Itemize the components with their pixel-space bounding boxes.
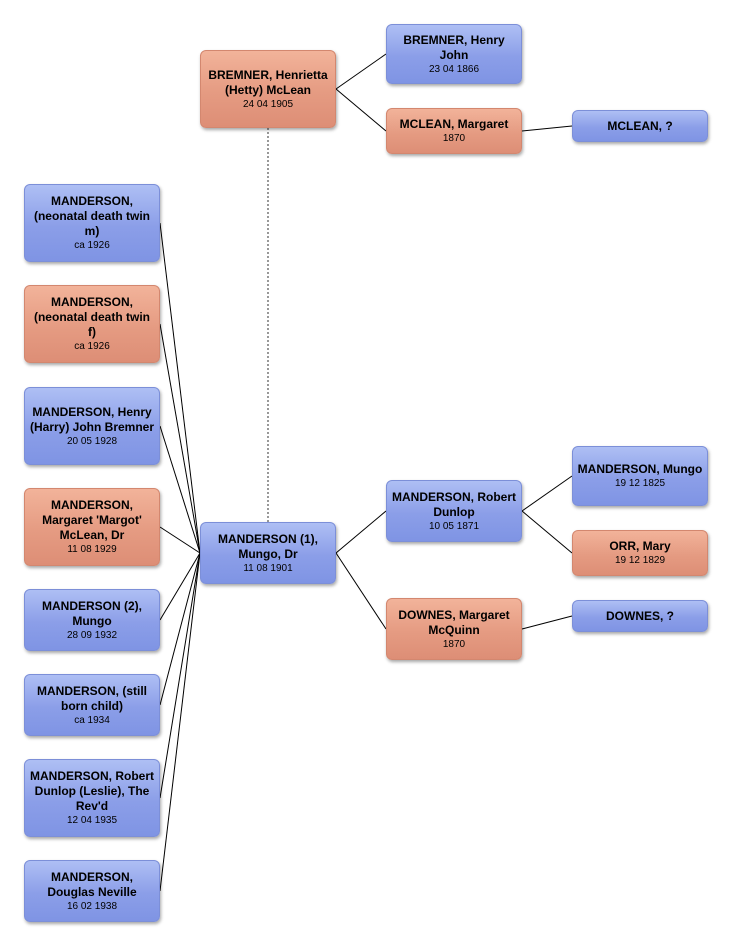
- person-node-margot[interactable]: MANDERSON, Margaret 'Margot' McLean, Dr …: [24, 488, 160, 566]
- person-node-neonatal-twin-f[interactable]: MANDERSON, (neonatal death twin f) ca 19…: [24, 285, 160, 363]
- connector-mungo1-stillborn: [159, 552, 201, 706]
- person-name: MANDERSON, Margaret 'Margot' McLean, Dr: [42, 498, 142, 542]
- person-name: MANDERSON, (neonatal death twin f): [33, 295, 150, 339]
- connector-robert-mungo_1825: [521, 475, 573, 512]
- connector-mungo1-neonatal_m: [159, 222, 201, 554]
- person-date: 16 02 1938: [66, 900, 118, 912]
- connector-bremner_hetty-bremner_henry: [335, 53, 387, 90]
- connector-mungo1-douglas: [159, 552, 201, 892]
- person-name: MANDERSON, Mungo: [577, 462, 703, 476]
- person-node-mungo-1825[interactable]: MANDERSON, Mungo 19 12 1825: [572, 446, 708, 506]
- person-date: ca 1934: [74, 714, 110, 726]
- person-date: ca 1926: [74, 341, 110, 352]
- person-date: 19 12 1825: [614, 478, 666, 489]
- connector-robert-orr_mary: [521, 510, 573, 554]
- connector-mungo1-margot: [159, 526, 201, 554]
- person-date: 12 04 1935: [66, 815, 118, 826]
- person-name: MCLEAN, ?: [607, 118, 673, 133]
- person-date: 24 04 1905: [242, 98, 294, 110]
- person-node-mclean-margaret[interactable]: MCLEAN, Margaret 1870: [386, 108, 522, 154]
- person-name: MANDERSON, Henry (Harry) John Bremner: [29, 404, 155, 434]
- person-name: BREMNER, Henrietta (Hetty) McLean: [208, 67, 328, 97]
- person-node-downes-margaret[interactable]: DOWNES, Margaret McQuinn 1870: [386, 598, 522, 660]
- connector-mclean_margaret-mclean_unknown: [521, 125, 573, 132]
- person-date: 19 12 1829: [614, 555, 666, 566]
- connector-mungo1-leslie: [159, 552, 201, 799]
- person-node-neonatal-twin-m[interactable]: MANDERSON, (neonatal death twin m) ca 19…: [24, 184, 160, 262]
- person-name: MANDERSON, Douglas Neville: [47, 869, 137, 899]
- person-name: ORR, Mary: [609, 539, 671, 553]
- person-date: 1870: [442, 638, 466, 650]
- person-date: 11 08 1901: [243, 562, 293, 574]
- person-date: 20 05 1928: [66, 435, 118, 447]
- person-node-mungo-1[interactable]: MANDERSON (1), Mungo, Dr 11 08 1901: [200, 522, 336, 584]
- person-node-robert-dunlop[interactable]: MANDERSON, Robert Dunlop 10 05 1871: [386, 480, 522, 542]
- person-node-harry[interactable]: MANDERSON, Henry (Harry) John Bremner 20…: [24, 387, 160, 465]
- person-node-leslie[interactable]: MANDERSON, Robert Dunlop (Leslie), The R…: [24, 759, 160, 837]
- connector-mungo1-mungo2: [159, 552, 201, 621]
- person-name: DOWNES, ?: [606, 608, 674, 623]
- connector-mungo1-downes_margaret: [335, 552, 387, 630]
- person-node-stillborn[interactable]: MANDERSON, (still born child) ca 1934: [24, 674, 160, 736]
- person-node-mungo-2[interactable]: MANDERSON (2), Mungo 28 09 1932: [24, 589, 160, 651]
- person-node-downes-unknown[interactable]: DOWNES, ?: [572, 600, 708, 632]
- person-date: 11 08 1929: [67, 544, 117, 555]
- person-name: MANDERSON, Robert Dunlop: [391, 489, 516, 519]
- person-name: MANDERSON, (still born child): [36, 683, 147, 713]
- person-name: MANDERSON, Robert Dunlop (Leslie), The R…: [29, 769, 154, 813]
- connector-mungo1-robert: [335, 510, 387, 554]
- connector-downes_margaret-downes_unknown: [521, 615, 573, 630]
- person-name: BREMNER, Henry John: [403, 32, 505, 62]
- connector-bremner_hetty-mclean_margaret: [335, 88, 387, 132]
- person-date: 10 05 1871: [428, 520, 480, 532]
- person-node-mclean-unknown[interactable]: MCLEAN, ?: [572, 110, 708, 142]
- person-node-bremner-hetty[interactable]: BREMNER, Henrietta (Hetty) McLean 24 04 …: [200, 50, 336, 128]
- person-name: MANDERSON (2), Mungo: [41, 598, 142, 628]
- person-date: 1870: [442, 133, 466, 144]
- person-name: DOWNES, Margaret McQuinn: [398, 607, 510, 637]
- connector-mungo1-neonatal_f: [159, 323, 201, 554]
- person-node-bremner-henry[interactable]: BREMNER, Henry John 23 04 1866: [386, 24, 522, 84]
- connector-mungo1-harry: [159, 425, 201, 554]
- person-date: ca 1926: [74, 240, 110, 251]
- person-date: 23 04 1866: [428, 63, 480, 75]
- person-date: 28 09 1932: [66, 629, 118, 641]
- person-name: MCLEAN, Margaret: [399, 117, 509, 131]
- person-node-orr-mary[interactable]: ORR, Mary 19 12 1829: [572, 530, 708, 576]
- person-name: MANDERSON (1), Mungo, Dr: [217, 531, 318, 561]
- person-node-douglas[interactable]: MANDERSON, Douglas Neville 16 02 1938: [24, 860, 160, 922]
- person-name: MANDERSON, (neonatal death twin m): [33, 194, 150, 238]
